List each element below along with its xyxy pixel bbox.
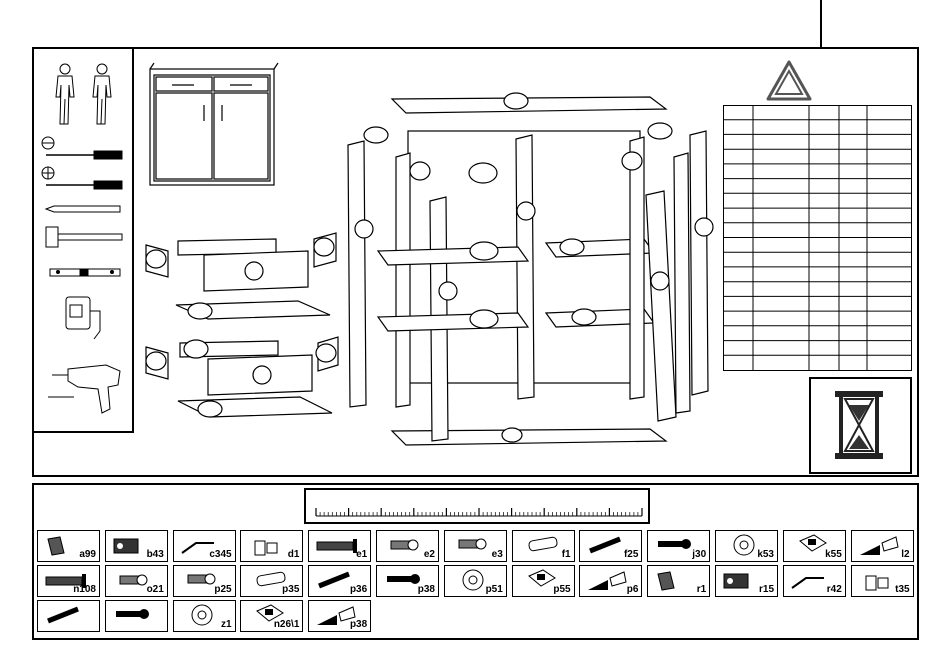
tools-illustration xyxy=(34,49,134,433)
parts-count-table xyxy=(723,105,912,371)
hardware-part: t35 xyxy=(851,565,914,597)
phillips-screwdriver-icon xyxy=(42,167,122,189)
hardware-part: b43 xyxy=(105,530,168,562)
part-code: r1 xyxy=(697,585,706,595)
hardware-part: n26\1 xyxy=(240,600,303,632)
hardware-part: p51 xyxy=(444,565,507,597)
hardware-part: k55 xyxy=(783,530,846,562)
hardware-part-icon xyxy=(106,601,169,633)
page-tab-line xyxy=(820,0,822,48)
part-code: c345 xyxy=(209,550,231,560)
left-side-panel xyxy=(348,141,366,407)
part-code: d1 xyxy=(288,550,300,560)
part-code: n26\1 xyxy=(274,620,300,630)
part-code: f25 xyxy=(624,550,638,560)
pencil-icon xyxy=(46,206,120,212)
hardware-part: n108 xyxy=(37,565,100,597)
hardware-part: r1 xyxy=(647,565,710,597)
part-code: a99 xyxy=(79,550,96,560)
hardware-part: e1 xyxy=(308,530,371,562)
part-code: z1 xyxy=(221,620,232,630)
measuring-ruler xyxy=(304,488,650,524)
part-code: p35 xyxy=(282,585,299,595)
part-code: e2 xyxy=(424,550,435,560)
hardware-part: d1 xyxy=(240,530,303,562)
hardware-part: p38 xyxy=(376,565,439,597)
hardware-part-icon xyxy=(38,601,101,633)
hardware-part: e3 xyxy=(444,530,507,562)
hardware-part: p25 xyxy=(173,565,236,597)
hardware-part: p6 xyxy=(579,565,642,597)
part-code: j30 xyxy=(692,550,706,560)
part-code: p36 xyxy=(350,585,367,595)
part-code: p38 xyxy=(418,585,435,595)
hardware-part: p36 xyxy=(308,565,371,597)
part-code: e1 xyxy=(356,550,367,560)
hardware-part: j30 xyxy=(647,530,710,562)
hardware-part: o21 xyxy=(105,565,168,597)
part-code: k55 xyxy=(825,550,842,560)
tools-column xyxy=(34,49,134,433)
part-code: p38 xyxy=(350,620,367,630)
part-code: f1 xyxy=(562,550,571,560)
hardware-part xyxy=(105,600,168,632)
power-drill-icon xyxy=(48,365,120,413)
flathead-screwdriver-icon xyxy=(42,137,122,159)
hardware-part: e2 xyxy=(376,530,439,562)
hardware-part: f25 xyxy=(579,530,642,562)
hardware-part: p55 xyxy=(512,565,575,597)
hardware-part: r42 xyxy=(783,565,846,597)
hardware-part: l2 xyxy=(851,530,914,562)
part-code: p6 xyxy=(627,585,639,595)
hourglass-box xyxy=(809,377,912,474)
part-code: p25 xyxy=(214,585,231,595)
part-code: p55 xyxy=(553,585,570,595)
top-panel xyxy=(392,97,666,113)
part-code: o21 xyxy=(147,585,164,595)
spirit-level-icon xyxy=(50,269,120,276)
hardware-part xyxy=(37,600,100,632)
part-code: r42 xyxy=(827,585,842,595)
hardware-part: c345 xyxy=(173,530,236,562)
hardware-part: z1 xyxy=(173,600,236,632)
part-code: p51 xyxy=(486,585,503,595)
part-code: n108 xyxy=(73,585,96,595)
part-code: b43 xyxy=(147,550,164,560)
part-code: t35 xyxy=(895,585,909,595)
hardware-part: p38 xyxy=(308,600,371,632)
part-code: r15 xyxy=(759,585,774,595)
part-code: e3 xyxy=(492,550,503,560)
hourglass-icon xyxy=(811,379,910,472)
exploded-view-diagram xyxy=(138,61,718,471)
hardware-part: a99 xyxy=(37,530,100,562)
hardware-parts-panel: a99 b43 c345 d1 e1 e2 e3 f1 f25 j30 k53 k55 l2 n108 o2… xyxy=(32,483,919,640)
part-code: k53 xyxy=(757,550,774,560)
tape-measure-icon xyxy=(66,297,100,339)
main-assembly-panel xyxy=(32,47,919,477)
assembled-cabinet-thumbnail xyxy=(150,63,278,185)
two-persons-icon xyxy=(56,64,111,124)
hardware-part: k53 xyxy=(715,530,778,562)
mallet-icon xyxy=(46,227,122,247)
triangle-warning-icon xyxy=(764,59,814,103)
hardware-part: f1 xyxy=(512,530,575,562)
part-code: l2 xyxy=(901,550,909,560)
hardware-part: p35 xyxy=(240,565,303,597)
hardware-part: r15 xyxy=(715,565,778,597)
